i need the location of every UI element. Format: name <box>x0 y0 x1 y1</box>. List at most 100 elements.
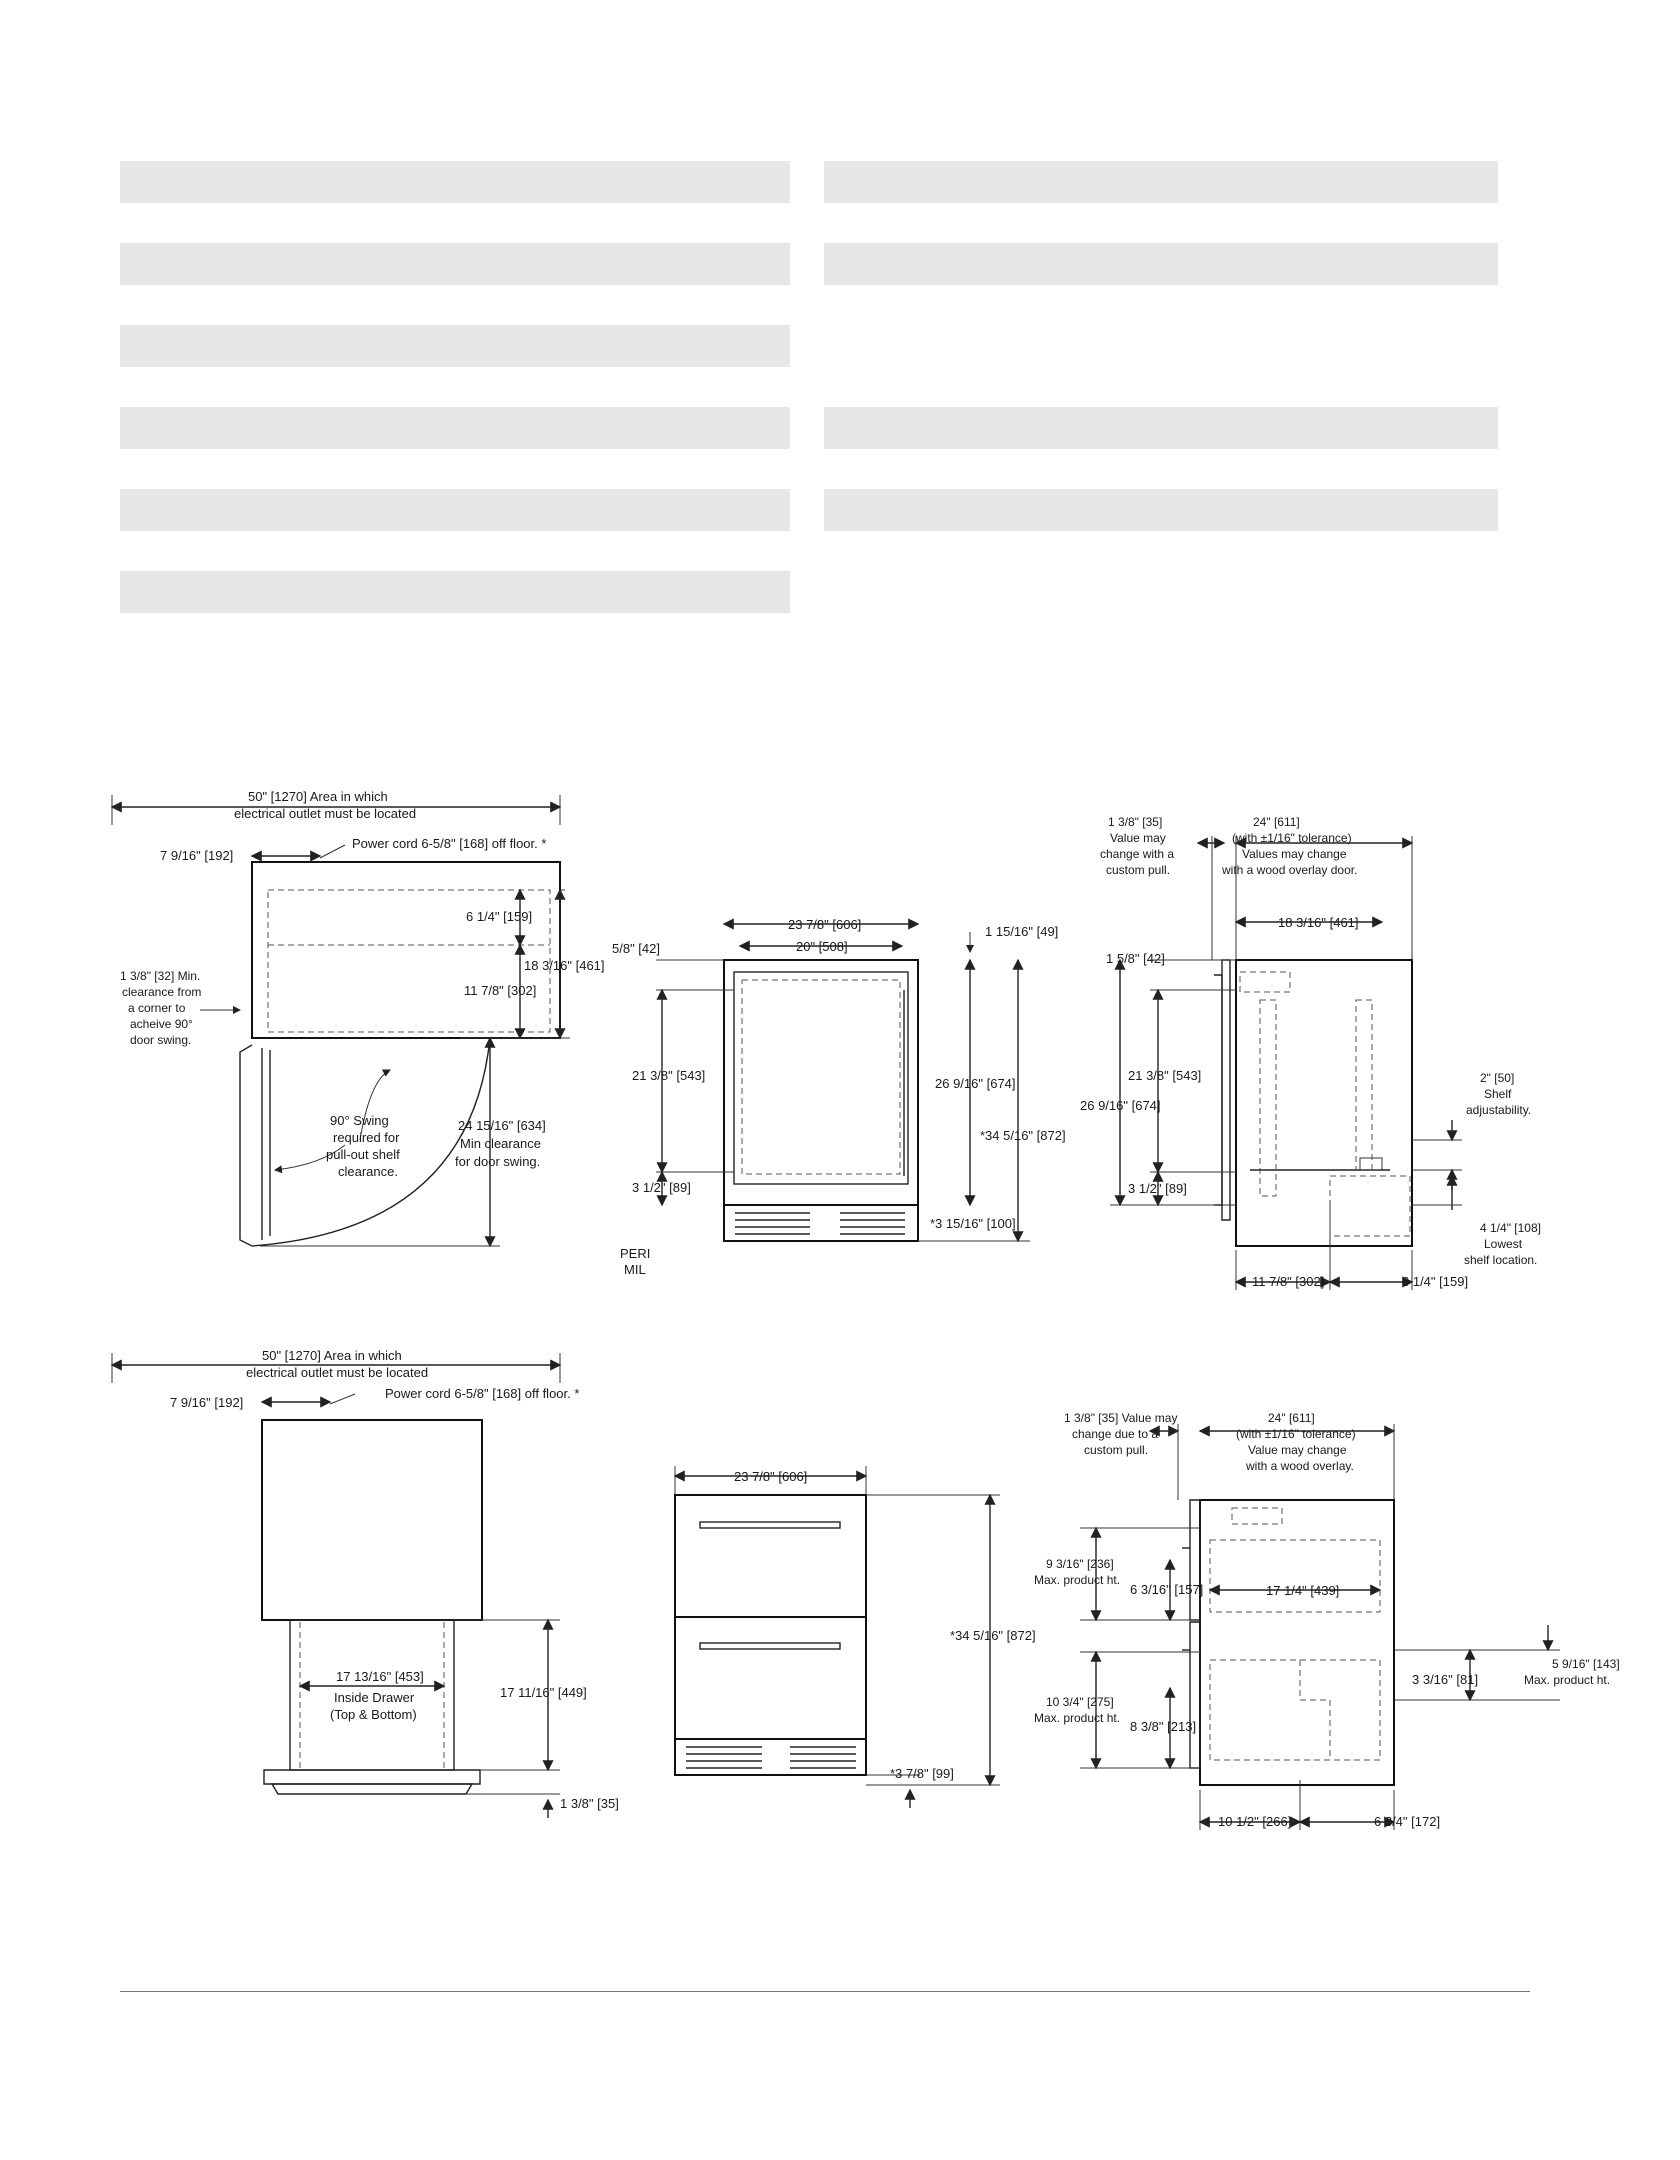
lower-depth-label: 11 7/8" [302] <box>464 983 536 998</box>
inner-depth-label: 18 3/16" [461] <box>1278 915 1359 930</box>
cabinet-side <box>1199 1499 1395 1786</box>
depth-label-2: (with ±1/16" tolerance) <box>1236 1427 1356 1441</box>
spec-row <box>120 325 790 367</box>
pull-label-1: 1 3/8" [35] <box>1108 815 1162 829</box>
upper-depth-label: 6 1/4" [159] <box>466 909 532 924</box>
swing-label-2: required for <box>333 1130 400 1145</box>
depth-label-3: Values may change <box>1242 847 1347 861</box>
cabinet-outline <box>251 861 561 1039</box>
bottom-left-plan-view: 50" [1270] Area in which electrical outl… <box>110 1348 619 1818</box>
cabinet-outline <box>261 1419 483 1621</box>
swing-label-1: 90° Swing <box>330 1113 389 1128</box>
cutoff-text-2: MIL <box>624 1262 646 1277</box>
depth-label-1: 24" [611] <box>1253 815 1300 829</box>
drawer-depth-label: 17 11/16" [449] <box>500 1685 587 1700</box>
bottom-right-side-view: 1 3/8" [35] Value may change due to a cu… <box>1034 1411 1620 1830</box>
pull-label-3: custom pull. <box>1084 1443 1148 1457</box>
top-drawer <box>674 1494 867 1618</box>
pull-label-2: Value may <box>1110 831 1166 845</box>
total-depth-label: 18 3/16" [461] <box>524 958 605 973</box>
height-1-label: 21 3/8" [543] <box>1128 1068 1201 1083</box>
footer-rule <box>120 1991 1530 1992</box>
side-label: 5/8" [42] <box>612 941 660 956</box>
spec-row <box>120 161 790 203</box>
front-grille <box>686 1746 856 1769</box>
top-left-plan-view: 50" [1270] Area in which electrical outl… <box>110 789 605 1248</box>
spec-row <box>120 243 790 285</box>
inside-drawer-label: Inside Drawer <box>334 1690 415 1705</box>
spec-row <box>824 243 1498 285</box>
top-drawer-handle <box>699 1521 841 1529</box>
min-clearance-label-1: 24 15/16" [634] <box>458 1118 546 1133</box>
step-max-label-1: 5 9/16" [143] <box>1552 1657 1620 1671</box>
spec-row <box>824 407 1498 449</box>
lowest-label-1: 4 1/4" [108] <box>1480 1221 1541 1235</box>
min-clearance-label-3: for door swing. <box>455 1154 540 1169</box>
outlet-area-label-2: electrical outlet must be located <box>234 806 416 821</box>
bottom-drawer <box>674 1616 867 1740</box>
height-3-label: *34 5/16" [872] <box>980 1128 1066 1143</box>
depth-label-3: Value may change <box>1248 1443 1347 1457</box>
power-cord-label: Power cord 6-5/8" [168] off floor. * <box>352 836 546 851</box>
front-grille <box>735 1212 905 1235</box>
side-label: 1 5/8" [42] <box>1106 951 1165 966</box>
top-max-label-1: 9 3/16" [236] <box>1046 1557 1114 1571</box>
clearance-label-2: clearance from <box>122 985 201 999</box>
depth-label-4: with a wood overlay. <box>1245 1459 1354 1473</box>
lowest-label-3: shelf location. <box>1464 1253 1537 1267</box>
power-cord-label: Power cord 6-5/8" [168] off floor. * <box>385 1386 579 1401</box>
min-clearance-label-2: Min clearance <box>460 1136 541 1151</box>
step-max-label-2: Max. product ht. <box>1524 1673 1610 1687</box>
lowest-label-2: Lowest <box>1484 1237 1523 1251</box>
cabinet-front <box>723 959 919 1206</box>
cutoff-text-1: PERI <box>620 1246 650 1261</box>
inside-drawer-width-label: 17 13/16" [453] <box>336 1669 424 1684</box>
height-2-label: 26 9/16" [674] <box>935 1076 1016 1091</box>
top-max-label-2: Max. product ht. <box>1034 1573 1120 1587</box>
spec-row <box>120 407 790 449</box>
bottom-dim-2: 6 1/4" [159] <box>1402 1274 1468 1289</box>
bottom-mid-front-view: 23 7/8" [606] *34 5/16" [872] *3 7/8" [9… <box>673 1466 1036 1808</box>
inside-drawer-label-2: (Top & Bottom) <box>330 1707 417 1722</box>
front-depth-label: 1 3/8" [35] <box>560 1796 619 1811</box>
depth-label-1: 24" [611] <box>1268 1411 1315 1425</box>
depth-label-4: with a wood overlay door. <box>1221 863 1357 877</box>
bottom-max-label-1: 10 3/4" [275] <box>1046 1695 1114 1709</box>
pull-label-4: custom pull. <box>1106 863 1170 877</box>
inner-width-label: 20" [508] <box>796 939 848 954</box>
swing-label-4: clearance. <box>338 1164 398 1179</box>
shelf-label-1: 2" [50] <box>1480 1071 1514 1085</box>
clearance-label-5: door swing. <box>130 1033 191 1047</box>
outlet-area-label-2: electrical outlet must be located <box>246 1365 428 1380</box>
pull-label-1: 1 3/8" [35] Value may <box>1064 1411 1177 1425</box>
shelf-label-2: Shelf <box>1484 1087 1512 1101</box>
top-depth-label: 17 1/4" [439] <box>1266 1583 1339 1598</box>
top-inner-label: 6 3/16" [157] <box>1130 1582 1203 1597</box>
kick-label: *3 7/8" [99] <box>890 1766 954 1781</box>
overall-height-label: *34 5/16" [872] <box>950 1628 1036 1643</box>
height-1-label: 21 3/8" [543] <box>632 1068 705 1083</box>
bottom-dim-2: 6 3/4" [172] <box>1374 1814 1440 1829</box>
top-gap-label: 1 15/16" [49] <box>985 924 1058 939</box>
bottom-dim-1: 10 1/2" [266] <box>1218 1814 1291 1829</box>
bottom-label: 3 1/2" [89] <box>1128 1181 1187 1196</box>
pull-label-2: change due to a <box>1072 1427 1158 1441</box>
shelf-label-3: adjustability. <box>1466 1103 1531 1117</box>
step-inner-label: 3 3/16" [81] <box>1412 1672 1478 1687</box>
overall-width-label: 23 7/8" [606] <box>734 1469 807 1484</box>
overall-width-label: 23 7/8" [606] <box>788 917 861 932</box>
cord-offset-label: 7 9/16" [192] <box>160 848 233 863</box>
bottom-max-label-2: Max. product ht. <box>1034 1711 1120 1725</box>
top-mid-front-view: 23 7/8" [606] 20" [508] 1 15/16" [49] 5/… <box>612 917 1066 1277</box>
spec-row <box>120 571 790 613</box>
bottom-label: 3 1/2" [89] <box>632 1180 691 1195</box>
cord-offset-label: 7 9/16" [192] <box>170 1395 243 1410</box>
bottom-dim-1: 11 7/8" [302] <box>1252 1274 1324 1289</box>
top-right-side-view: 1 3/8" [35] Value may change with a cust… <box>1080 815 1541 1290</box>
pull-label-3: change with a <box>1100 847 1174 861</box>
bottom-drawer-handle <box>699 1642 841 1650</box>
height-2-label: 26 9/16" [674] <box>1080 1098 1161 1113</box>
clearance-label-4: acheive 90° <box>130 1017 193 1031</box>
kick-label: *3 15/16" [100] <box>930 1216 1016 1231</box>
